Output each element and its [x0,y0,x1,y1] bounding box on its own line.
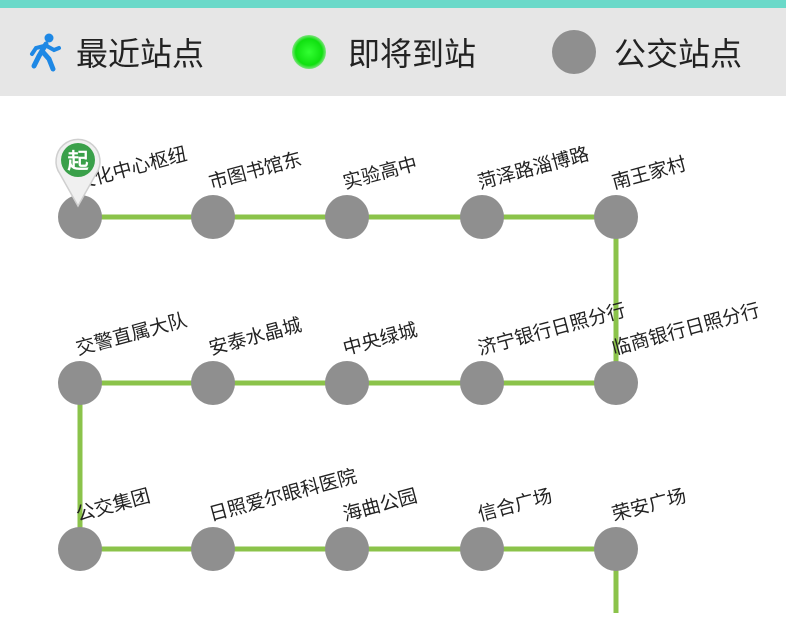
legend-arriving-label: 即将到站 [348,35,477,73]
bus-stop-marker[interactable] [191,195,235,239]
bus-stop[interactable]: 荣安广场 [594,485,689,571]
bus-stop-marker[interactable] [191,527,235,571]
legend-recent-stop: 最近站点 [26,8,204,96]
bus-stop-marker[interactable] [460,361,504,405]
bus-stop-name: 安泰水晶城 [207,314,304,360]
bus-stop[interactable]: 海曲公园 [325,485,420,571]
legend-arriving-stop: 即将到站 [292,8,476,96]
bus-stop-marker[interactable] [325,361,369,405]
bus-stop-marker[interactable] [460,195,504,239]
bus-stop[interactable]: 市图书馆东 [191,148,304,239]
start-pin-icon: 起 [55,138,101,208]
route-diagram: 文化中心枢纽市图书馆东实验高中菏泽路淄博路南王家村临商银行日照分行济宁银行日照分… [58,143,763,613]
bus-stop-marker[interactable] [58,361,102,405]
bus-stop-marker[interactable] [325,527,369,571]
bus-stop-name: 市图书馆东 [207,148,304,194]
start-pin-text: 起 [67,149,90,173]
legend-bus-stop: 公交站点 [552,8,742,96]
gray-dot-icon [552,30,596,74]
bus-stop-marker[interactable] [594,361,638,405]
top-accent-bar [0,0,786,8]
bus-stop-name: 菏泽路淄博路 [476,143,592,194]
bus-stop-marker[interactable] [594,527,638,571]
legend-recent-label: 最近站点 [76,35,205,73]
bus-stop[interactable]: 公交集团 [58,485,153,571]
bus-stop[interactable]: 交警直属大队 [58,309,189,405]
bus-stop-name: 公交集团 [74,485,153,526]
bus-stop-name: 荣安广场 [610,485,689,526]
bus-stop-name: 济宁银行日照分行 [476,299,629,360]
bus-stop-marker[interactable] [58,195,102,239]
bus-stop-name: 交警直属大队 [74,309,190,360]
bus-stop[interactable]: 中央绿城 [325,319,420,405]
bus-stop[interactable]: 南王家村 [594,153,689,239]
bus-stop-name: 实验高中 [341,153,420,194]
bus-stop[interactable]: 菏泽路淄博路 [460,143,591,239]
bus-stop[interactable]: 实验高中 [325,153,420,239]
bus-stop-name: 南王家村 [610,153,689,194]
legend-stop-label: 公交站点 [614,35,743,73]
legend-bar: 最近站点 即将到站 公交站点 [0,8,786,96]
bus-stop-name: 海曲公园 [341,485,420,526]
bus-stop-marker[interactable] [594,195,638,239]
bus-stop-marker[interactable] [460,527,504,571]
route-map: 文化中心枢纽市图书馆东实验高中菏泽路淄博路南王家村临商银行日照分行济宁银行日照分… [0,96,786,613]
bus-stop-name: 信合广场 [476,485,555,526]
bus-stop-marker[interactable] [191,361,235,405]
walking-person-icon [30,33,61,72]
bus-stop-marker[interactable] [58,527,102,571]
bus-stop-name: 临商银行日照分行 [610,299,763,360]
bus-stop-marker[interactable] [325,195,369,239]
bus-stop[interactable]: 信合广场 [460,485,555,571]
bus-stop[interactable]: 安泰水晶城 [191,314,304,405]
green-dot-icon [292,35,326,69]
bus-stop-name: 中央绿城 [341,319,420,360]
bus-stop-name: 日照爱尔眼科医院 [207,465,360,526]
